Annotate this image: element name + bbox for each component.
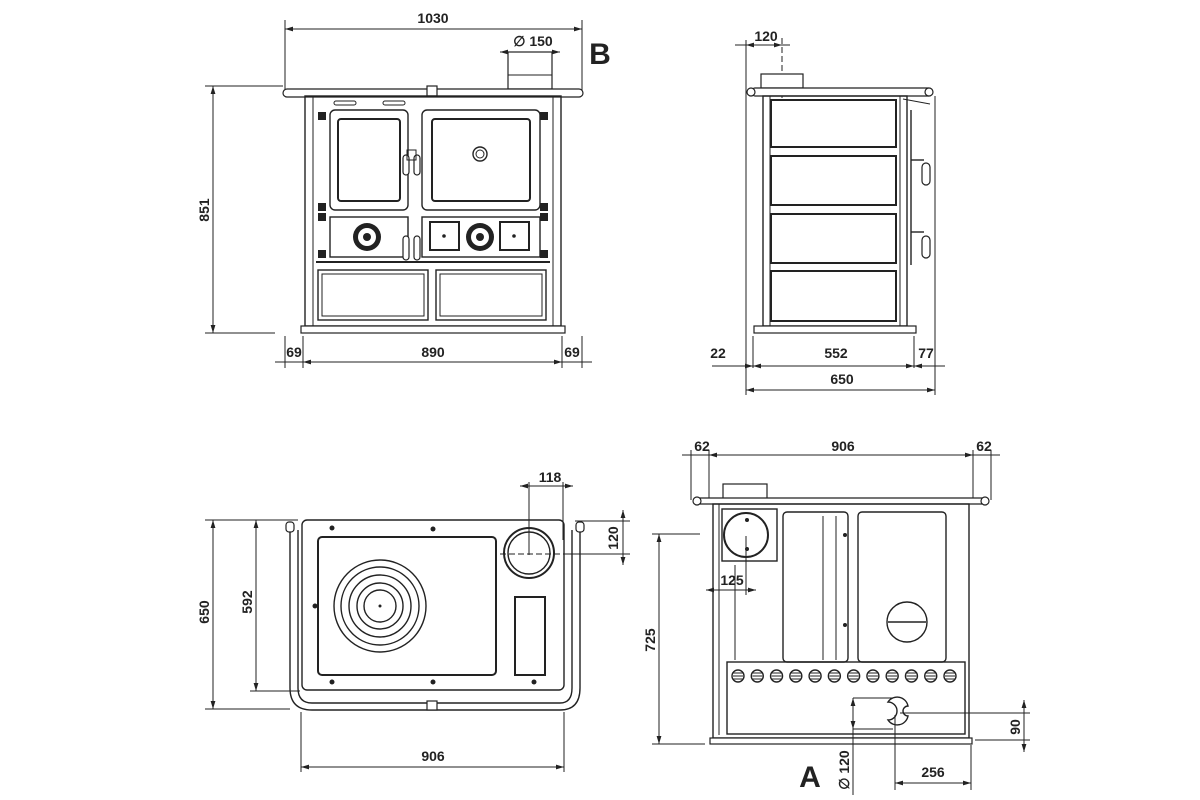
vent-hole [789,669,803,683]
firebox-door-panel [337,118,401,202]
door-handle[interactable] [402,235,421,261]
view-label-b: B [589,38,611,71]
control-panel-right [499,221,530,251]
top-plate [751,87,933,97]
flue-collar [760,73,804,89]
flue-collar [722,483,768,500]
vent-hole [769,669,784,683]
storage-drawer-left[interactable] [317,269,429,321]
lower-panel [421,216,541,258]
dim-flue-diameter: ∅ 150 [513,33,553,49]
dim-flue-offset-x: 118 [539,469,562,485]
dim-flue-offset: 125 [720,572,744,588]
vent-hole [885,669,899,683]
oven-door[interactable] [421,109,541,211]
dim-body-depth: 552 [824,345,848,361]
rear-vent-panel [726,661,966,735]
door-handle[interactable] [911,231,931,259]
vent-hole [904,669,919,683]
plinth [709,737,973,745]
door-handle[interactable] [911,159,931,186]
vent-hole [808,669,822,683]
firebox-opening [514,596,546,676]
dim-left-rail: 62 [694,438,710,454]
air-regulator-left[interactable] [353,223,381,251]
storage-drawer-right[interactable] [435,269,547,321]
thermometer-icon [472,146,488,162]
dim-flue-height: 725 [642,628,658,652]
rear-body [712,503,970,739]
plinth [753,325,917,334]
rail-clip [426,85,438,97]
vent-hole [943,669,957,683]
flue-panel [721,508,778,562]
cooking-plate [317,536,497,676]
top-rail [694,497,988,505]
vent-hole [846,669,861,683]
dim-back-offset: 22 [710,345,726,361]
hinges [318,112,548,258]
hotplate-rings-icon [333,559,427,653]
air-inlet [886,696,909,726]
side-body [762,95,908,327]
dim-body-width: 890 [421,344,445,360]
view-label-a: A [799,761,821,794]
vent-hole [924,669,938,683]
top-view: 118 120 [196,469,630,772]
rear-view: 62 906 62 125 [642,438,1030,795]
side-view: 120 22 552 77 65 [710,28,945,395]
hob-top [301,519,565,691]
vent-hole [731,669,745,683]
dim-right-rail: 62 [976,438,992,454]
door-handle[interactable] [402,149,421,176]
vent-hole [827,669,842,683]
front-view: 1030 ∅ 150 B [196,10,611,368]
control-panel-left [429,221,460,251]
dim-air-inlet-height: 90 [1007,719,1023,735]
dim-left-margin: 69 [286,344,302,360]
side-panel [770,155,897,206]
dim-front-projection: 77 [918,345,934,361]
dim-flue-offset: 120 [754,28,778,44]
dim-overall-depth: 650 [196,600,212,624]
vent-row [731,669,957,683]
dim-body-depth: 592 [239,590,255,614]
dim-overall-width: 1030 [417,10,448,26]
plinth [300,325,566,334]
flue-collar [507,51,553,90]
oven-door-panel [431,118,531,202]
vent-hole [750,669,764,683]
dim-air-inlet-diameter: ∅ 120 [836,750,852,790]
dim-air-inlet-offset: 256 [921,764,945,780]
side-panel [770,99,897,148]
dim-height: 851 [196,198,212,222]
dim-body-width: 906 [831,438,855,454]
dim-flue-offset-y: 120 [605,526,621,550]
dim-body-width: 906 [421,748,445,764]
side-panel [770,270,897,322]
firebox-door[interactable] [329,109,409,211]
side-panel [770,213,897,264]
dim-right-margin: 69 [564,344,580,360]
vent-hole [866,669,880,683]
air-regulator-right[interactable] [466,223,494,251]
flue-outlet [500,527,565,579]
dim-overall-depth: 650 [830,371,854,387]
inspection-cover [886,601,928,643]
